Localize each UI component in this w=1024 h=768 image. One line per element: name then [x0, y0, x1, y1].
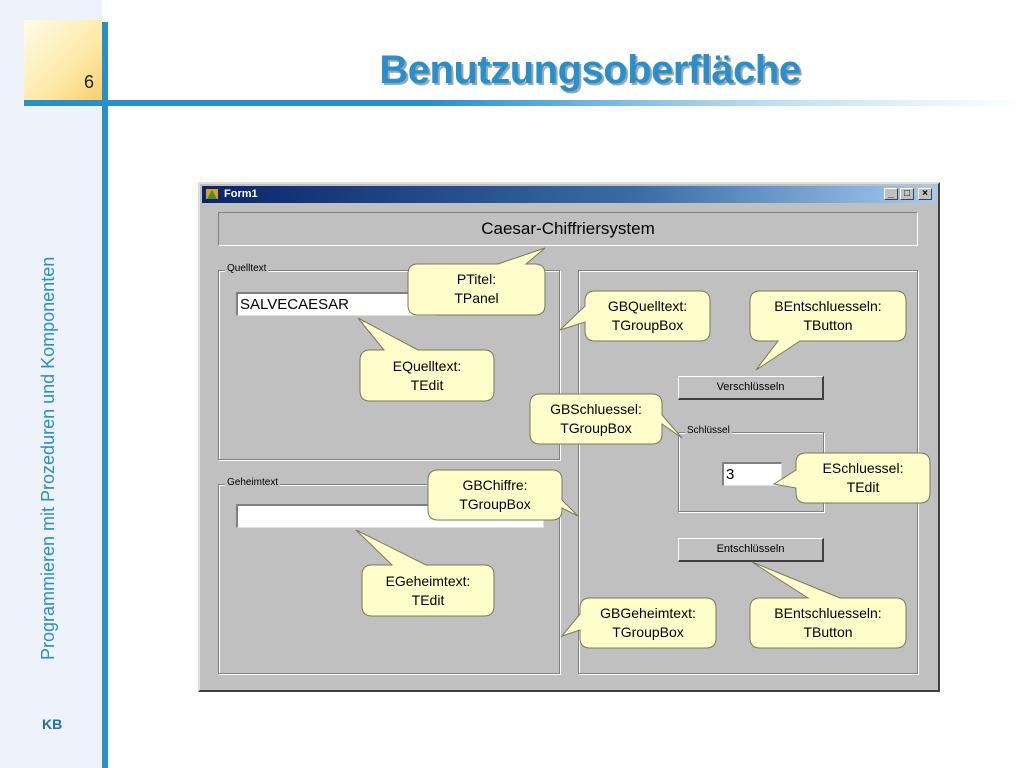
callout-bentschluesseln-bottom: BEntschluesseln: TButton: [750, 604, 906, 642]
geheimtext-groupbox-caption: Geheimtext: [225, 477, 281, 488]
callout-gbquelltext-line2: TGroupBox: [611, 317, 684, 333]
callout-gbquelltext: GBQuelltext: TGroupBox: [585, 297, 710, 335]
callout-gbschluessel: GBSchluessel: TGroupBox: [530, 400, 662, 438]
quelltext-groupbox: Quelltext: [218, 263, 560, 460]
callout-bentschluesseln-bottom-line2: TButton: [803, 624, 853, 640]
callout-gbchiffre-line2: TGroupBox: [459, 496, 531, 512]
delphi-app-icon: [206, 189, 218, 199]
window-title: Form1: [224, 188, 258, 200]
page-number: 6: [83, 72, 94, 92]
callout-eschluessel-shape: [772, 452, 931, 504]
callout-egeheimtext: EGeheimtext: TEdit: [362, 572, 494, 610]
callout-gbgeheimtext-shape: [560, 597, 717, 649]
schluessel-input[interactable]: [722, 462, 782, 486]
callout-egeheimtext-line2: TEdit: [411, 592, 445, 608]
callout-gbgeheimtext: GBGeheimtext: TGroupBox: [580, 604, 716, 642]
callout-eschluessel: ESchluessel: TEdit: [796, 459, 930, 497]
quelltext-groupbox-caption: Quelltext: [225, 263, 269, 274]
callout-gbchiffre-line1: GBChiffre:: [462, 477, 528, 493]
callout-ptitel-line2: TPanel: [454, 290, 499, 306]
callout-gbschluessel-line1: GBSchluessel:: [550, 401, 642, 417]
sidebar-divider: [102, 22, 108, 768]
geheimtext-groupbox: Geheimtext: [218, 477, 560, 674]
callout-equelltext-shape: [357, 317, 495, 402]
minimize-button[interactable]: _: [884, 188, 898, 200]
callout-bentschluesseln-top-line2: TButton: [803, 317, 853, 333]
callout-ptitel: PTitel: TPanel: [408, 270, 545, 308]
page-number-box: [24, 20, 102, 100]
callout-gbquelltext-shape: [559, 290, 711, 342]
callout-equelltext: EQuelltext: TEdit: [360, 357, 494, 395]
footer-initials: KB: [42, 716, 63, 732]
verschluesseln-button[interactable]: Verschlüsseln: [678, 376, 824, 400]
callout-bentschluesseln-bottom-shape: [749, 561, 907, 649]
maximize-button[interactable]: □: [900, 188, 914, 200]
callout-gbchiffre: GBChiffre: TGroupBox: [428, 476, 562, 514]
callout-gbschluessel-line2: TGroupBox: [560, 420, 632, 436]
callout-gbgeheimtext-line2: TGroupBox: [612, 624, 684, 640]
slide-title: Benutzungsoberfläche: [379, 48, 801, 92]
callout-bentschluesseln-top-line1: BEntschluesseln:: [774, 298, 882, 314]
callout-gbschluessel-shape: [529, 393, 683, 445]
callout-ptitel-line1: PTitel:: [456, 271, 497, 287]
title-divider: [24, 100, 1024, 106]
sidebar-band: [0, 0, 102, 768]
entschluesseln-button[interactable]: Entschlüsseln: [678, 538, 824, 562]
schluessel-groupbox-caption: Schlüssel: [685, 425, 732, 436]
callout-bentschluesseln-top-shape: [749, 290, 907, 371]
callout-gbgeheimtext-line1: GBGeheimtext:: [600, 605, 696, 621]
callout-eschluessel-line2: TEdit: [846, 479, 880, 495]
callout-equelltext-line1: EQuelltext:: [392, 358, 462, 374]
callout-gbquelltext-line1: GBQuelltext:: [607, 298, 688, 314]
close-button[interactable]: ×: [918, 188, 932, 200]
title-panel: Caesar-Chiffriersystem: [218, 212, 918, 246]
callout-ptitel-shape: [407, 247, 546, 316]
quelltext-input[interactable]: [236, 292, 436, 316]
window-titlebar[interactable]: Form1 _ □ ×: [202, 186, 936, 203]
callout-bentschluesseln-bottom-line1: BEntschluesseln:: [774, 605, 882, 621]
callout-egeheimtext-shape: [355, 529, 495, 617]
callout-bentschluesseln-top: BEntschluesseln: TButton: [750, 297, 906, 335]
callout-equelltext-line2: TEdit: [410, 377, 444, 393]
callout-egeheimtext-line1: EGeheimtext:: [385, 573, 471, 589]
callout-eschluessel-line1: ESchluessel:: [822, 460, 904, 476]
callout-gbchiffre-shape: [427, 469, 579, 521]
